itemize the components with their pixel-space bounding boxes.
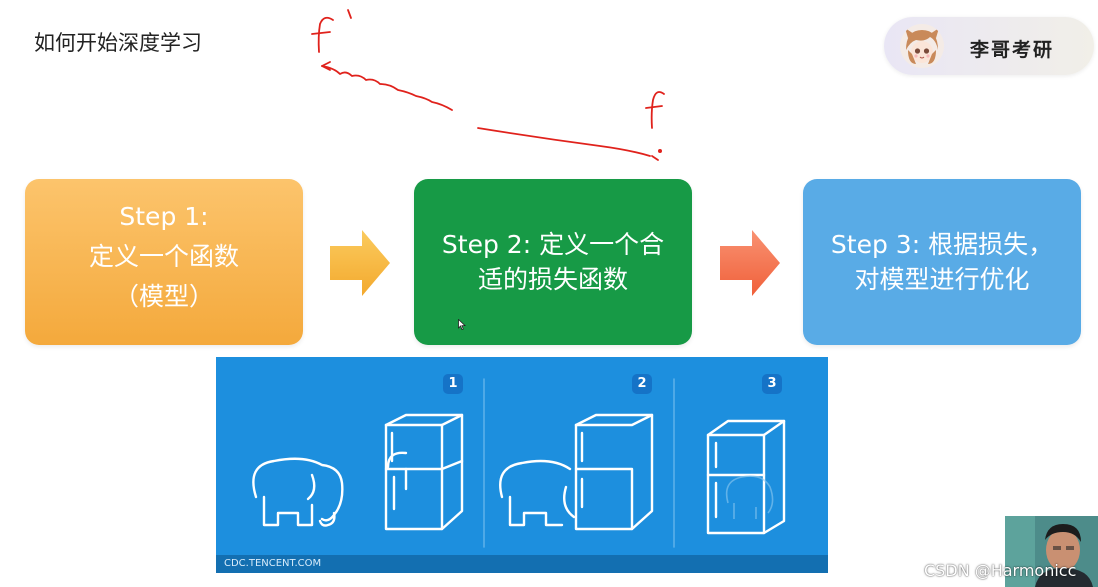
- csdn-watermark: CSDN @Harmonicc: [924, 561, 1077, 580]
- arrow-right-icon: [720, 230, 780, 296]
- page-title: 如何开始深度学习: [34, 31, 202, 55]
- step-1-line-3: （模型）: [113, 282, 214, 311]
- elephant-fridge-illustration: 1 2 3 CDC.TENCENT.COM: [216, 357, 828, 573]
- step-1-card: Step 1: 定义一个函数 （模型）: [25, 179, 303, 345]
- brand-badge: 李哥考研: [884, 17, 1094, 75]
- elephant-icon: [252, 457, 344, 527]
- presenter-face-icon: [1005, 516, 1098, 587]
- step-1-line-1: Step 1:: [119, 202, 209, 231]
- step-3-line-2: 对模型进行优化: [854, 265, 1030, 294]
- step-3-card: Step 3: 根据损失， 对模型进行优化: [803, 179, 1081, 345]
- step-number-badge: 1: [443, 374, 463, 394]
- step-number-badge: 3: [762, 374, 782, 394]
- illustration-source: CDC.TENCENT.COM: [224, 558, 322, 569]
- step-2-card: Step 2: 定义一个合 适的损失函数: [414, 179, 692, 345]
- arrow-right-icon: [330, 230, 390, 296]
- mouse-cursor-icon: [458, 319, 466, 330]
- step-2-line-2: 适的损失函数: [477, 265, 628, 294]
- elephant-fridge-drawing: [252, 378, 786, 548]
- presenter-webcam: [1005, 516, 1098, 587]
- step-number-badge: 2: [632, 374, 652, 394]
- step-3-line-1: Step 3: 根据损失，: [830, 230, 1054, 259]
- step-2-line-1: Step 2: 定义一个合: [441, 230, 665, 259]
- illustration-footer-bar: [216, 555, 828, 573]
- brand-name: 李哥考研: [970, 39, 1055, 61]
- fridge-icon: [384, 413, 464, 531]
- anime-girl-avatar-icon: [900, 24, 944, 68]
- step-1-line-2: 定义一个函数: [88, 242, 239, 271]
